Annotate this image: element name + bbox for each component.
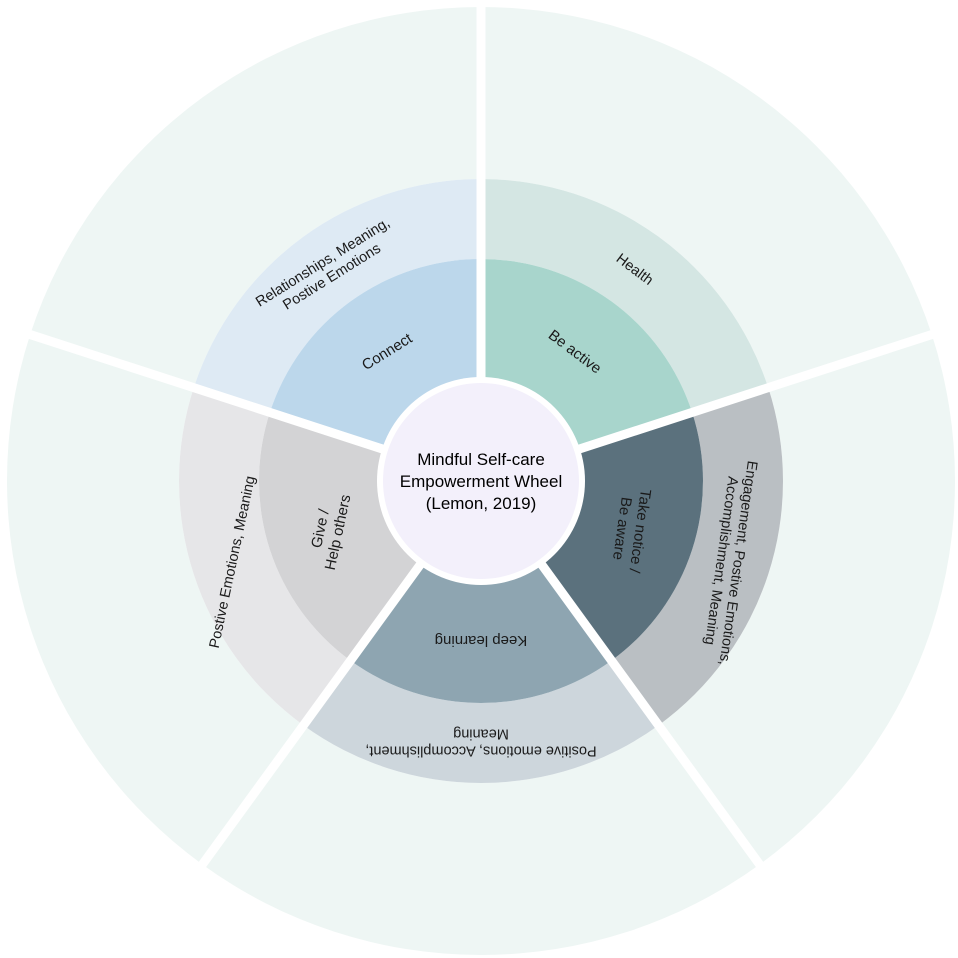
outer-ring-segment-give (6, 334, 304, 865)
action-label-keep-learning: Keep learning (435, 632, 528, 649)
outcome-segment-keep-learning (303, 660, 659, 784)
outcome-segment-take-notice (611, 387, 784, 726)
outer-ring-segment-be-active (481, 7, 932, 388)
action-segment-keep-learning (350, 481, 612, 704)
outcome-label-keep-learning-line: Positive emotions, Accomplishment, (365, 743, 596, 759)
segment-divider (568, 329, 936, 457)
middle-ring (179, 179, 784, 784)
segment-divider (26, 329, 394, 457)
outcome-segment-connect (193, 179, 481, 413)
outcome-label-keep-learning-line: Meaning (453, 726, 509, 742)
outcome-segment-be-active (481, 179, 769, 413)
outcome-segment-give (179, 387, 351, 726)
hub-circle (383, 383, 579, 579)
wheel-title-line: (Lemon, 2019) (426, 494, 537, 513)
action-label-keep-learning-line: Keep learning (435, 632, 528, 649)
wheel-title-line: Mindful Self-care (417, 450, 545, 469)
wheel-title-line: Empowerment Wheel (400, 472, 563, 491)
outer-ring-segment-connect (30, 6, 481, 388)
outcome-label-keep-learning: Positive emotions, Accomplishment,Meanin… (365, 726, 596, 759)
segment-divider (197, 553, 430, 869)
outer-ring-segment-keep-learning (202, 725, 760, 956)
segment-divider (532, 553, 765, 869)
outer-ring-segment-take-notice (658, 334, 955, 865)
outer-ring (6, 6, 955, 956)
